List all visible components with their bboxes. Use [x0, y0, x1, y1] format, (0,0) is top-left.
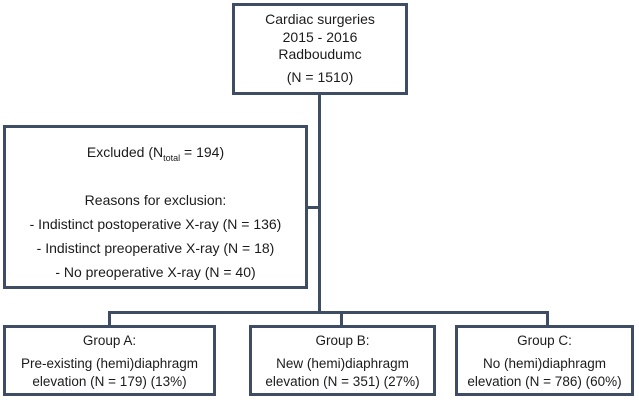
group-a-title: Group A:: [82, 333, 137, 348]
excluded-title-subscript: total: [163, 152, 181, 163]
group-b-line2: elevation (N = 351) (27%): [265, 374, 420, 389]
group-c-line2: elevation (N = 786) (60%): [467, 374, 622, 389]
group-b-title: Group B:: [315, 333, 370, 348]
connector-excluded-stub: [305, 206, 318, 209]
box-cardiac-surgeries: Cardiac surgeries 2015 - 2016 Radboudumc…: [232, 3, 408, 95]
exclusion-reason: - Indistinct preoperative X-ray (N = 18): [36, 239, 275, 256]
group-c-line1: No (hemi)diaphragm: [482, 356, 607, 371]
total-n-line: (N = 1510): [286, 68, 354, 85]
connector-drop-group-c: [546, 313, 549, 325]
exclusion-reason: - Indistinct postoperative X-ray (N = 13…: [29, 215, 282, 232]
group-b-line1: New (hemi)diaphragm: [276, 356, 409, 371]
box-excluded: Excluded (Ntotal = 194) Reasons for excl…: [3, 125, 308, 289]
group-a-body: Pre-existing (hemi)diaphragm elevation (…: [6, 355, 213, 391]
years-line: 2015 - 2016: [282, 28, 358, 45]
excluded-title-suffix: = 194): [180, 144, 225, 160]
connector-top-vertical: [318, 93, 321, 314]
group-c-title: Group C:: [517, 333, 572, 348]
excluded-title: Excluded (Ntotal = 194): [6, 142, 305, 168]
box-group-a: Group A: Pre-existing (hemi)diaphragm el…: [3, 325, 216, 396]
group-a-line2: elevation (N = 179) (13%): [32, 374, 187, 389]
box-group-c: Group C: No (hemi)diaphragm elevation (N…: [455, 325, 634, 396]
excluded-title-prefix: Excluded (N: [86, 144, 164, 160]
box-group-b: Group B: New (hemi)diaphragm elevation (…: [249, 325, 436, 396]
exclusion-reason: - No preoperative X-ray (N = 40): [55, 263, 256, 280]
cardiac-surgeries-line: Cardiac surgeries: [265, 11, 375, 27]
group-a-line1: Pre-existing (hemi)diaphragm: [20, 356, 199, 371]
connector-drop-group-a: [108, 313, 111, 325]
hospital-line: Radboudumc: [278, 46, 362, 62]
group-b-body: New (hemi)diaphragm elevation (N = 351) …: [252, 355, 433, 391]
connector-horizontal-rail: [108, 311, 549, 314]
reasons-header: Reasons for exclusion:: [84, 191, 227, 208]
group-c-body: No (hemi)diaphragm elevation (N = 786) (…: [458, 355, 631, 391]
connector-drop-group-b: [340, 313, 343, 325]
reasons-list: - Indistinct postoperative X-ray (N = 13…: [6, 212, 305, 284]
